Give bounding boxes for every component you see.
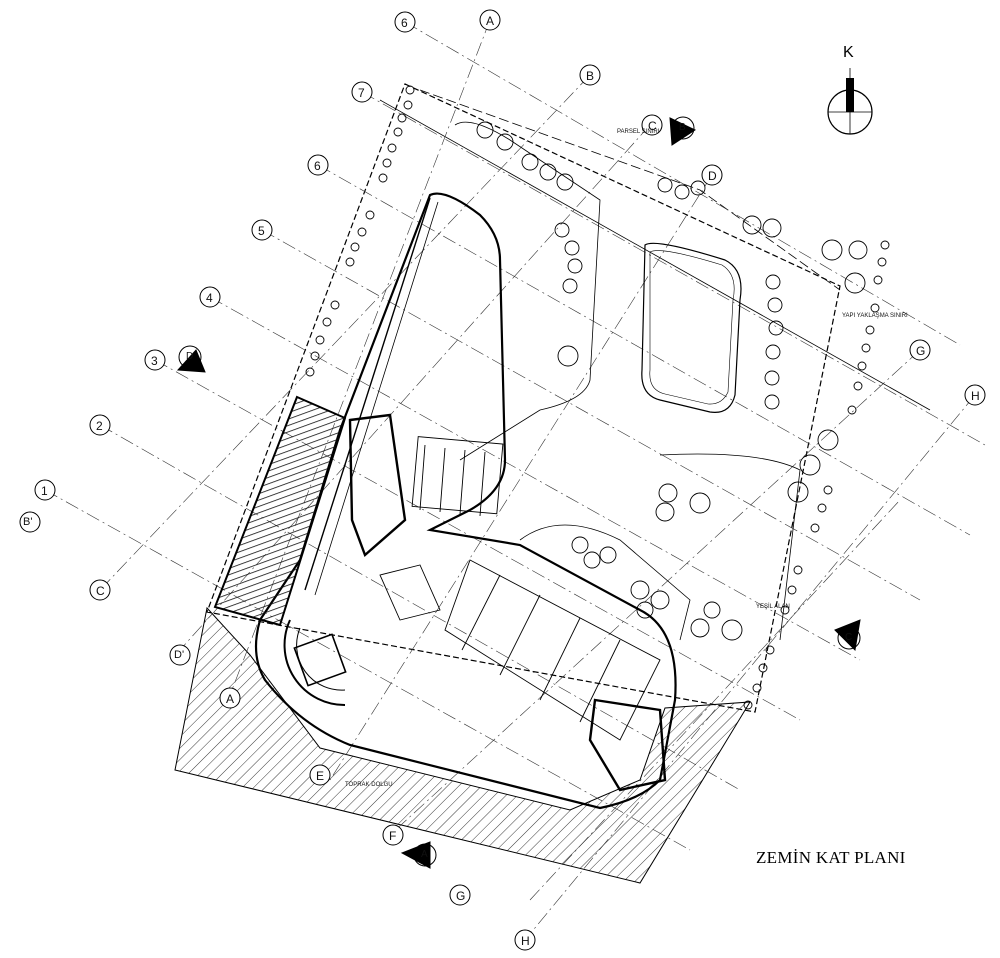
pool-inner bbox=[649, 250, 735, 405]
grid-label-7: 7 bbox=[358, 86, 365, 100]
grid-bubbles bbox=[19, 9, 986, 951]
grid-label-g-bottom: G bbox=[456, 889, 466, 903]
north-label: K bbox=[843, 44, 854, 61]
building-wall-2 bbox=[314, 201, 439, 596]
grid-label-d-prime: D' bbox=[174, 649, 185, 661]
site-boundary bbox=[206, 83, 841, 713]
grid-label-e: E bbox=[316, 769, 325, 783]
grid-label-h: H bbox=[971, 389, 980, 403]
grid-label-3: 3 bbox=[151, 354, 158, 368]
section-label-d: D bbox=[186, 351, 194, 362]
grid-label-6: 6 bbox=[314, 159, 321, 173]
grid-label-b-prime: B' bbox=[23, 516, 33, 528]
building-outline bbox=[254, 192, 677, 810]
annotation-parsel: PARSEL SINIRI bbox=[617, 129, 660, 135]
grid-label-4: 4 bbox=[206, 291, 213, 305]
grid-label-g: G bbox=[916, 344, 926, 358]
parcel-line-2 bbox=[419, 89, 841, 291]
tree-row-small bbox=[305, 85, 890, 710]
spiral-stair bbox=[283, 619, 347, 707]
umbrella-row bbox=[764, 274, 784, 410]
annotation-toprak: TOPRAK DOLGU bbox=[345, 782, 393, 788]
grid-label-c: C bbox=[648, 119, 657, 133]
building-wall bbox=[304, 197, 431, 591]
section-markers bbox=[176, 116, 861, 869]
interior-rooms bbox=[348, 413, 667, 792]
grid-label-h-bottom: H bbox=[521, 934, 530, 948]
annotation-yapi: YAPI YAKLAŞMA SINIRI bbox=[842, 313, 908, 319]
parcel-line bbox=[379, 99, 931, 411]
pool-outline bbox=[641, 242, 742, 413]
landscape-curve-2 bbox=[519, 524, 691, 641]
grid-label-a-bottom: A bbox=[226, 692, 235, 706]
grid-label-2: 2 bbox=[96, 419, 103, 433]
grid-label-c-bottom: C bbox=[96, 584, 105, 598]
grid-label-b: B bbox=[586, 69, 595, 83]
road-curve bbox=[454, 121, 601, 461]
landscape-curve bbox=[659, 453, 801, 641]
plan-title: ZEMİN KAT PLANI bbox=[756, 848, 906, 867]
section-label-c: C bbox=[845, 632, 853, 643]
grid-label-1: 1 bbox=[41, 484, 48, 498]
trees bbox=[476, 121, 868, 641]
north-arrow-icon bbox=[827, 68, 873, 135]
section-label-a: A bbox=[421, 849, 428, 860]
grid-label-d: D bbox=[708, 169, 717, 183]
grid-label-a: A bbox=[486, 14, 495, 28]
parking-ramp bbox=[213, 395, 347, 627]
grid-label-f: F bbox=[389, 829, 397, 843]
grid-label-5: 5 bbox=[258, 224, 265, 238]
annotation-yesil: YEŞİL ALAN bbox=[756, 604, 790, 610]
section-label-b: B bbox=[679, 122, 686, 133]
grid-label-6b: 6 bbox=[401, 16, 408, 30]
